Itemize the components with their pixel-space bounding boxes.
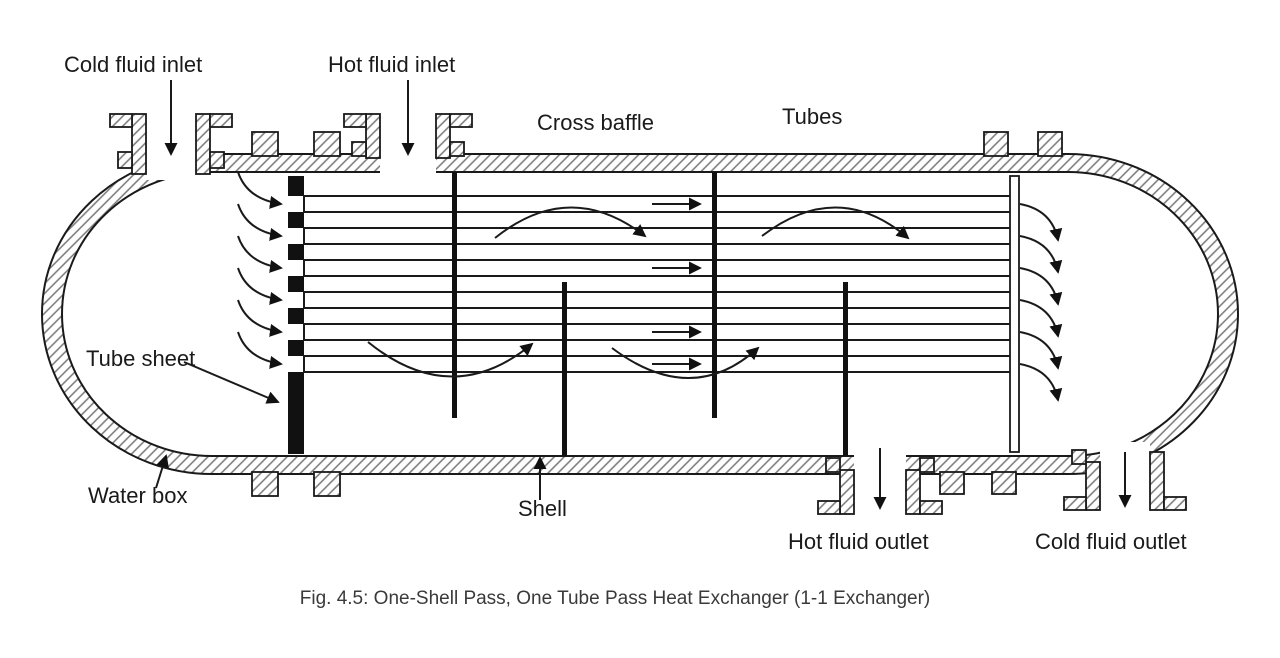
diagram-labels: Cold fluid inlet Hot fluid inlet Cross b… [64, 52, 1187, 554]
tube-outlet-flow-arrows [1019, 203, 1063, 402]
label-water-box: Water box [88, 483, 187, 508]
label-tube-sheet: Tube sheet [86, 346, 195, 371]
label-hot-fluid-outlet: Hot fluid outlet [788, 529, 929, 554]
tube-sheet [286, 176, 306, 454]
label-cold-fluid-outlet: Cold fluid outlet [1035, 529, 1187, 554]
label-cold-fluid-inlet: Cold fluid inlet [64, 52, 202, 77]
cold-inlet-nozzle [109, 113, 233, 175]
figure-caption: Fig. 4.5: One-Shell Pass, One Tube Pass … [300, 588, 931, 609]
cold-outlet-nozzle [1063, 449, 1187, 511]
label-hot-fluid-inlet: Hot fluid inlet [328, 52, 455, 77]
label-tubes: Tubes [782, 104, 842, 129]
label-leader-arrows [155, 80, 1132, 510]
tube-flow-arrows [652, 197, 702, 371]
right-tube-sheet [1009, 175, 1020, 453]
girth-flange-tabs [251, 131, 1063, 497]
shell-side-flow-arrows [367, 206, 910, 379]
hot-inlet-nozzle [343, 113, 473, 159]
cross-baffles [452, 172, 848, 456]
tube-sheet-arrow [183, 361, 280, 404]
hot-outlet-nozzle [817, 457, 943, 515]
label-shell: Shell [518, 496, 567, 521]
label-cross-baffle: Cross baffle [537, 110, 654, 135]
tube-inlet-flow-arrows [237, 171, 283, 369]
water-box-arrow [155, 454, 169, 489]
